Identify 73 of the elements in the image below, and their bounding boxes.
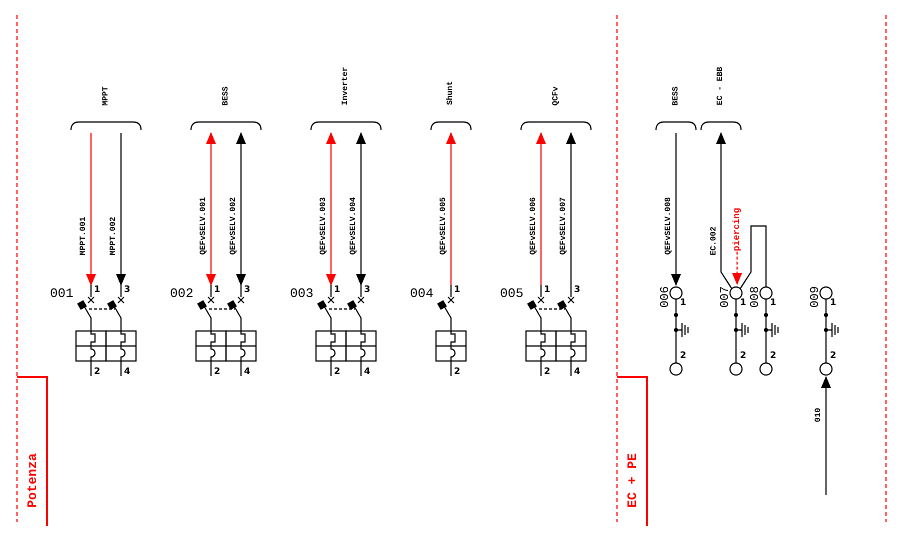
pin-number: 4: [574, 368, 580, 377]
terminal-number: 007: [718, 286, 731, 308]
breaker-number: 002: [170, 287, 194, 300]
pin-number: 1: [770, 299, 776, 308]
pin-number: 4: [244, 368, 250, 377]
wire: [116, 133, 126, 286]
wire-label: MPPT.001: [80, 216, 88, 256]
wire-label: QEFvSELV.005: [440, 197, 448, 255]
breaker-number: 001: [50, 287, 74, 300]
pin-number: 2: [680, 352, 686, 361]
destination-label: BESS: [222, 86, 230, 106]
section-label: Potenza: [25, 452, 38, 508]
destination-label: EC - EBB: [717, 66, 726, 106]
pin-number: 1: [740, 299, 746, 308]
pin-number: 2: [740, 352, 746, 361]
wire-label: QEFvSELV.006: [530, 197, 538, 255]
pin-number: 1: [830, 299, 836, 308]
wire: [566, 132, 576, 285]
wire-label: QEFvSELV.004: [350, 197, 358, 255]
pin-number: 1: [454, 286, 460, 295]
pin-number: 2: [454, 368, 460, 377]
section-band: [617, 376, 648, 526]
destination-label: QCFv: [552, 86, 560, 106]
pin-number: 2: [94, 368, 100, 377]
wire-label: MPPT.002: [110, 216, 118, 256]
wire: [671, 133, 681, 286]
pin-number: 3: [124, 286, 130, 295]
pin-number: 2: [334, 368, 340, 377]
breaker-number: 005: [500, 287, 524, 300]
wire-label: QEFvSELV.001: [200, 197, 208, 255]
breaker-number: 004: [410, 287, 434, 300]
wire: [206, 132, 216, 286]
pin-number: 1: [544, 286, 550, 295]
pin-number: 3: [244, 286, 250, 295]
destination-label: Inverter: [342, 66, 350, 106]
annotation-label: piercing: [732, 207, 742, 251]
pin-number: 3: [574, 286, 580, 295]
destination-label: BESS: [672, 86, 680, 106]
section-band: [17, 376, 48, 526]
pin-number: 1: [214, 286, 220, 295]
pin-number: 2: [214, 368, 220, 377]
pin-number: 2: [830, 352, 836, 361]
pin-number: 4: [124, 368, 130, 377]
wire-label: EC.002: [710, 226, 718, 255]
pin-number: 1: [94, 286, 100, 295]
pin-number: 1: [680, 299, 686, 308]
breaker-number: 003: [290, 287, 314, 300]
wire: [716, 132, 732, 290]
destination-label: Shunt: [447, 81, 455, 105]
wire-label: QEFvSELV.007: [560, 197, 568, 255]
wire: [86, 133, 96, 286]
destination-label: MPPT: [102, 86, 110, 106]
pin-number: 2: [544, 368, 550, 377]
terminal-number: 009: [808, 286, 821, 308]
wire: [446, 132, 456, 285]
wire-label: QEFvSELV.003: [320, 197, 328, 255]
wire-label: QEFvSELV.002: [230, 197, 238, 255]
pin-number: 2: [770, 352, 776, 361]
wire: [356, 132, 366, 286]
wire-label: QEFvSELV.008: [664, 197, 673, 255]
wire: [821, 376, 831, 495]
terminal-number: 008: [748, 286, 761, 308]
wire: [740, 225, 767, 290]
pin-number: 1: [334, 286, 340, 295]
wire: [326, 132, 336, 286]
leader-arrow: [732, 252, 742, 285]
wire: [236, 132, 246, 286]
wire-label: 010: [815, 408, 824, 422]
wire: [536, 132, 546, 285]
terminal-number: 006: [658, 286, 671, 308]
section-label: EC + PE: [625, 452, 638, 508]
pin-number: 4: [364, 368, 370, 377]
pin-number: 3: [364, 286, 370, 295]
